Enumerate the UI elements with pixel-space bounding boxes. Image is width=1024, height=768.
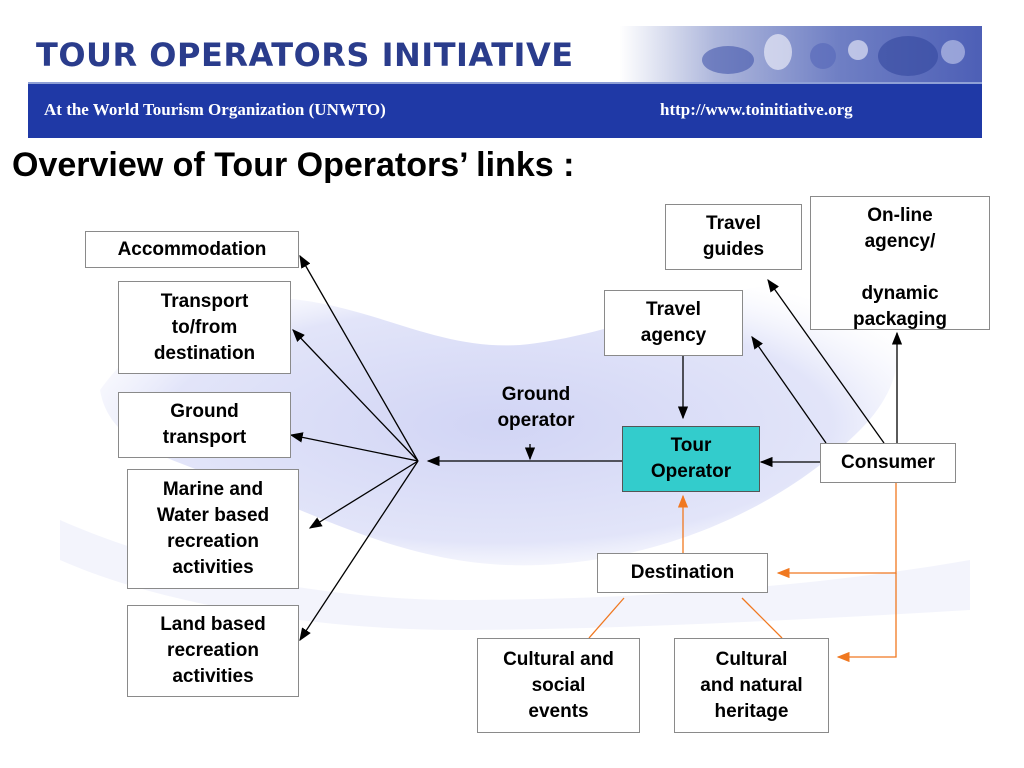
ground-operator-label: Ground operator xyxy=(497,384,575,431)
destination-box: Destination xyxy=(597,553,768,593)
arrow-consumer-to-travel-guides xyxy=(767,278,885,444)
link-destination-to-heritage xyxy=(741,597,783,639)
banner-divider xyxy=(28,82,982,84)
online-agency-box: On-line agency/ dynamic packaging xyxy=(810,196,990,330)
consumer-box: Consumer xyxy=(820,443,956,483)
accommodation-box: Accommodation xyxy=(85,231,299,268)
arrow-consumer-to-travel-agency xyxy=(751,335,827,444)
travel-agency-box: Travel agency xyxy=(604,290,743,356)
cultural-events-box: Cultural and social events xyxy=(477,638,640,733)
banner-illustration xyxy=(702,34,965,76)
arrow-to-land-recreation xyxy=(299,460,419,642)
arrow-to-accommodation xyxy=(299,254,419,462)
banner-subtitle-organization: At the World Tourism Organization (UNWTO… xyxy=(44,100,386,119)
heritage-box: Cultural and natural heritage xyxy=(674,638,829,733)
transport-box: Transport to/from destination xyxy=(118,281,291,374)
arrow-to-marine-recreation xyxy=(308,460,419,529)
land-recreation-box: Land based recreation activities xyxy=(127,605,299,697)
arrow-consumer-to-destination xyxy=(776,483,897,579)
arrow-consumer-to-heritage xyxy=(836,573,897,663)
arrow-to-transport xyxy=(292,329,419,462)
slide-heading: Overview of Tour Operators’ links : xyxy=(12,146,575,184)
banner-title: TOUR OPERATORS INITIATIVE xyxy=(36,36,574,74)
banner-subtitle-url[interactable]: http://www.toinitiative.org xyxy=(660,100,853,119)
marine-recreation-box: Marine and Water based recreation activi… xyxy=(127,469,299,589)
ground-transport-box: Ground transport xyxy=(118,392,291,458)
arrow-to-ground-transport xyxy=(289,432,419,462)
tour-operator-box: Tour Operator xyxy=(622,426,760,492)
link-destination-to-cultural-events xyxy=(588,597,625,639)
travel-guides-box: Travel guides xyxy=(665,204,802,270)
header-banner: TOUR OPERATORS INITIATIVE At the World T… xyxy=(28,26,982,138)
